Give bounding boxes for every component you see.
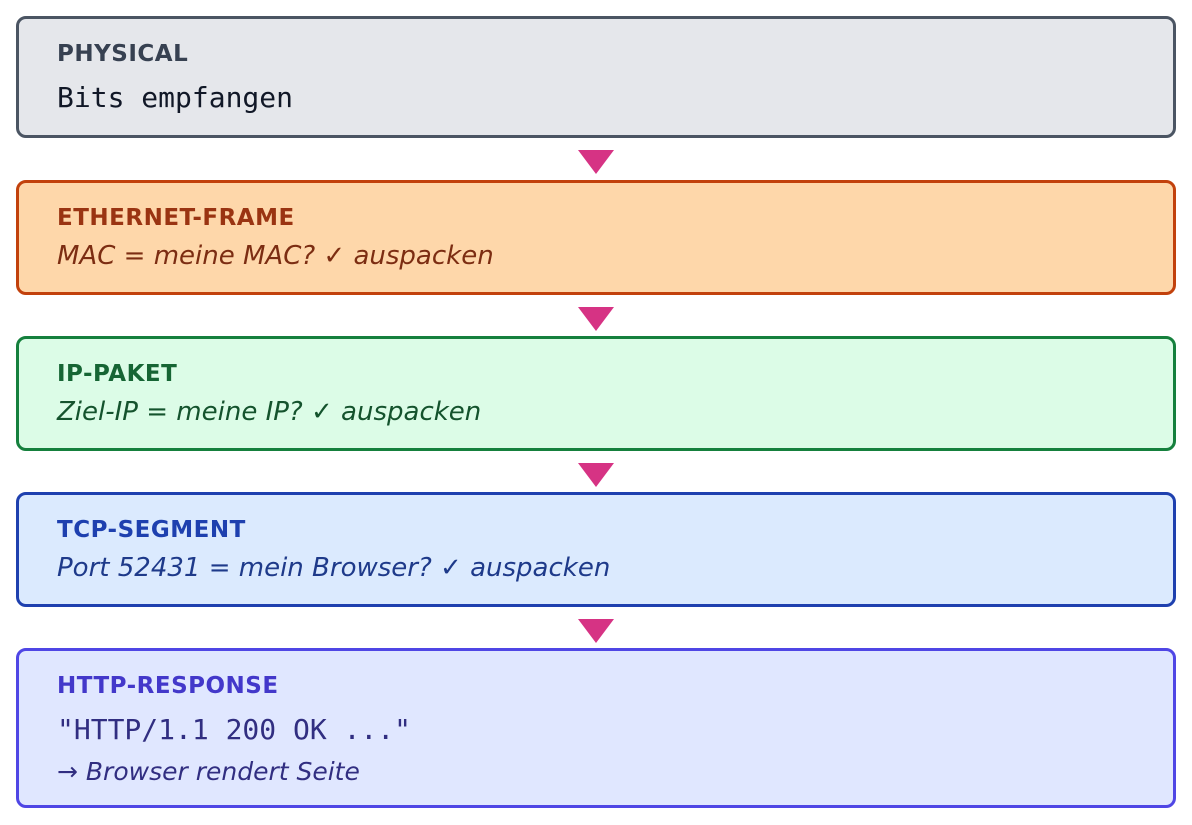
- layer-title: PHYSICAL: [57, 41, 189, 67]
- layer-description: MAC = meine MAC? ✓ auspacken: [57, 241, 494, 271]
- layer-ip-paket: IP-PAKET Ziel-IP = meine IP? ✓ auspacken: [16, 336, 1176, 451]
- layer-description: Ziel-IP = meine IP? ✓ auspacken: [57, 397, 482, 427]
- layer-physical: PHYSICAL Bits empfangen: [16, 16, 1176, 138]
- layer-description: Port 52431 = mein Browser? ✓ auspacken: [57, 553, 611, 583]
- down-arrow-icon: [578, 150, 614, 174]
- layer-title: TCP-SEGMENT: [57, 517, 246, 543]
- layer-note: → Browser rendert Seite: [57, 757, 360, 786]
- layer-title: IP-PAKET: [57, 361, 178, 387]
- down-arrow-icon: [578, 463, 614, 487]
- layer-title: ETHERNET-FRAME: [57, 205, 295, 231]
- layer-title: HTTP-RESPONSE: [57, 673, 279, 699]
- layer-description: "HTTP/1.1 200 OK ...": [57, 713, 412, 746]
- layer-description: Bits empfangen: [57, 81, 294, 114]
- down-arrow-icon: [578, 307, 614, 331]
- layer-http-response: HTTP-RESPONSE "HTTP/1.1 200 OK ..." → Br…: [16, 648, 1176, 808]
- layer-ethernet-frame: ETHERNET-FRAME MAC = meine MAC? ✓ auspac…: [16, 180, 1176, 295]
- down-arrow-icon: [578, 619, 614, 643]
- layer-tcp-segment: TCP-SEGMENT Port 52431 = mein Browser? ✓…: [16, 492, 1176, 607]
